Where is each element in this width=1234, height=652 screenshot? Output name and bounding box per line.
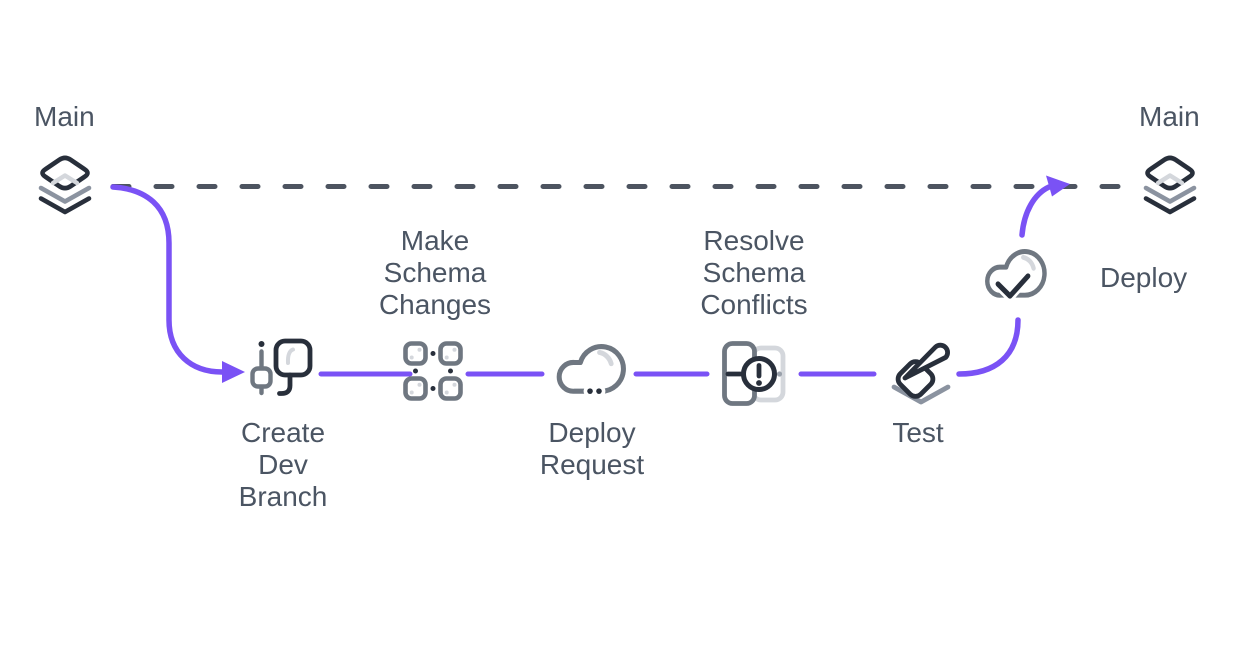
deploy-label: Deploy (1100, 262, 1188, 293)
main-right-label: Main (1139, 101, 1200, 132)
merge-curve-lower (956, 317, 1021, 377)
create-dev-branch-label: Create Dev Branch (238, 417, 328, 512)
pencil-test-icon (891, 342, 951, 405)
resolve-schema-conflicts-label: Resolve Schema Conflicts (700, 225, 808, 320)
layers-icon (1143, 155, 1197, 215)
test-label: Test (892, 417, 944, 448)
cloud-check-icon (985, 249, 1047, 302)
schema-grid-icon (403, 341, 463, 401)
layers-icon (38, 155, 92, 215)
main-left-label: Main (34, 101, 95, 132)
schema-conflict-icon (722, 341, 786, 406)
branch-out-curve (110, 184, 225, 375)
git-branch-icon (250, 338, 313, 396)
make-schema-changes-label: Make Schema Changes (378, 225, 492, 320)
cloud-icon (556, 344, 626, 398)
branch-out-arrowhead-icon (222, 361, 245, 383)
merge-arrowhead-icon (1046, 175, 1070, 197)
deploy-request-label: Deploy Request (539, 417, 645, 480)
merge-curve-upper (1019, 184, 1052, 238)
